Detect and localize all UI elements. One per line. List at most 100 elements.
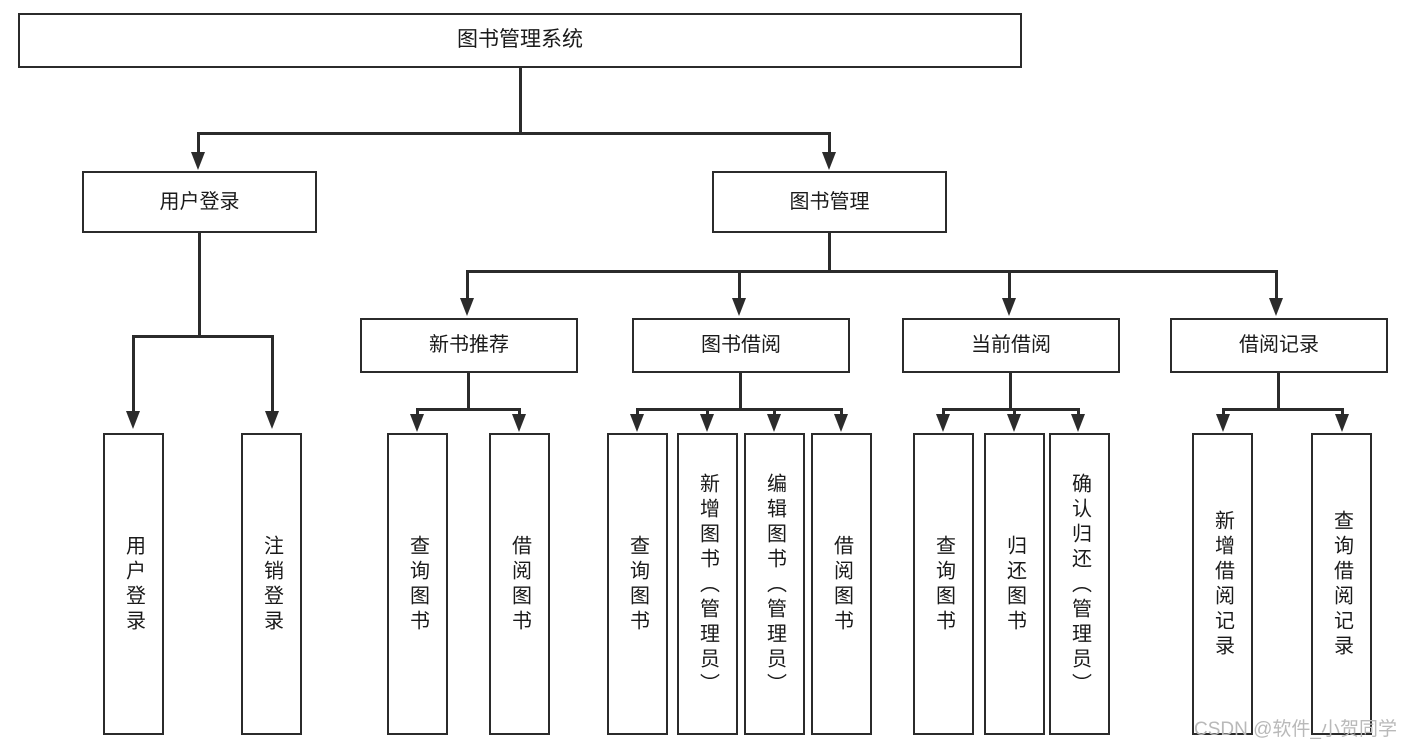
leaf-query-book-1-inner: 查询图书 <box>389 437 446 733</box>
leaf-query-record[interactable]: 查询借阅记录 <box>1311 433 1372 735</box>
leaf-query-book-1-label: 查询图书 <box>406 535 429 635</box>
node-current-borrow[interactable]: 当前借阅 <box>902 318 1120 373</box>
arrowhead-leaf-return-book <box>1007 414 1021 432</box>
edge-to-book-borrow <box>738 270 741 300</box>
node-book-borrow-label: 图书借阅 <box>701 334 781 356</box>
node-book-management[interactable]: 图书管理 <box>712 171 947 233</box>
edge-user-login-bus <box>132 335 273 338</box>
leaf-user-login[interactable]: 用户登录 <box>103 433 164 735</box>
node-user-login-label: 用户登录 <box>159 190 240 213</box>
edge-root-trunk <box>519 68 522 134</box>
leaf-user-logout-label: 注销登录 <box>260 535 283 635</box>
leaf-return-book[interactable]: 归还图书 <box>984 433 1045 735</box>
leaf-query-book-3-inner: 查询图书 <box>915 437 972 733</box>
node-book-borrow[interactable]: 图书借阅 <box>632 318 850 373</box>
leaf-edit-book[interactable]: 编辑图书（管理员） <box>744 433 805 735</box>
edge-cb-drop-3 <box>1077 408 1080 416</box>
leaf-borrow-book-2-inner: 借阅图书 <box>813 437 870 733</box>
leaf-return-book-label: 归还图书 <box>1003 535 1026 635</box>
edge-borrow-record-trunk <box>1277 373 1280 410</box>
leaf-query-book-1[interactable]: 查询图书 <box>387 433 448 735</box>
edge-to-book-management <box>828 132 831 154</box>
arrowhead-new-book-recommend <box>460 298 474 316</box>
arrowhead-leaf-add-record <box>1216 414 1230 432</box>
edge-new-book-recommend-bus <box>416 408 521 411</box>
edge-to-current-borrow <box>1008 270 1011 300</box>
arrowhead-borrow-record <box>1269 298 1283 316</box>
node-borrow-record[interactable]: 借阅记录 <box>1170 318 1388 373</box>
arrowhead-leaf-borrow-book-2 <box>834 414 848 432</box>
leaf-query-record-inner: 查询借阅记录 <box>1313 437 1370 733</box>
leaf-confirm-return-inner: 确认归还（管理员） <box>1051 437 1108 733</box>
edge-borrow-record-bus <box>1222 408 1344 411</box>
leaf-borrow-book-1-inner: 借阅图书 <box>491 437 548 733</box>
arrowhead-leaf-user-login <box>126 411 140 429</box>
node-user-login[interactable]: 用户登录 <box>82 171 317 233</box>
leaf-edit-book-label: 编辑图书（管理员） <box>763 472 786 698</box>
edge-cb-drop-2 <box>1013 408 1016 416</box>
leaf-query-book-3-label: 查询图书 <box>932 535 955 635</box>
node-borrow-record-label: 借阅记录 <box>1239 334 1319 356</box>
edge-bb-drop-1 <box>636 408 639 416</box>
edge-cb-drop-1 <box>942 408 945 416</box>
leaf-confirm-return[interactable]: 确认归还（管理员） <box>1049 433 1110 735</box>
edge-book-borrow-trunk <box>739 373 742 410</box>
leaf-confirm-return-label: 确认归还（管理员） <box>1068 472 1091 698</box>
node-root-system[interactable]: 图书管理系统 <box>18 13 1022 68</box>
node-new-book-recommend[interactable]: 新书推荐 <box>360 318 578 373</box>
arrowhead-leaf-query-book-2 <box>630 414 644 432</box>
leaf-add-record-inner: 新增借阅记录 <box>1194 437 1251 733</box>
leaf-query-record-label: 查询借阅记录 <box>1330 510 1353 660</box>
leaf-user-logout[interactable]: 注销登录 <box>241 433 302 735</box>
leaf-borrow-book-2-label: 借阅图书 <box>830 535 853 635</box>
arrowhead-user-login <box>191 152 205 170</box>
leaf-add-record-label: 新增借阅记录 <box>1211 510 1234 660</box>
edge-book-management-trunk <box>828 233 831 272</box>
edge-user-login-trunk <box>198 233 201 337</box>
arrowhead-leaf-borrow-book-1 <box>512 414 526 432</box>
arrowhead-leaf-add-book <box>700 414 714 432</box>
leaf-borrow-book-1-label: 借阅图书 <box>508 535 531 635</box>
edge-user-login-drop-2 <box>271 335 274 413</box>
edge-bb-drop-3 <box>773 408 776 416</box>
arrowhead-leaf-query-book-3 <box>936 414 950 432</box>
node-current-borrow-label: 当前借阅 <box>971 334 1051 356</box>
arrowhead-leaf-query-record <box>1335 414 1349 432</box>
arrowhead-leaf-confirm-return <box>1071 414 1085 432</box>
arrowhead-book-borrow <box>732 298 746 316</box>
edge-to-user-login <box>197 132 200 154</box>
leaf-user-login-inner: 用户登录 <box>105 437 162 733</box>
edge-book-borrow-bus <box>636 408 842 411</box>
leaf-query-book-2-inner: 查询图书 <box>609 437 666 733</box>
node-root-system-label: 图书管理系统 <box>457 28 583 52</box>
leaf-return-book-inner: 归还图书 <box>986 437 1043 733</box>
leaf-query-book-3[interactable]: 查询图书 <box>913 433 974 735</box>
leaf-add-book[interactable]: 新增图书（管理员） <box>677 433 738 735</box>
edge-bb-drop-2 <box>706 408 709 416</box>
node-new-book-recommend-label: 新书推荐 <box>429 334 509 356</box>
leaf-query-book-2[interactable]: 查询图书 <box>607 433 668 735</box>
edge-br-drop-1 <box>1222 408 1225 416</box>
edge-nbr-drop-1 <box>416 408 419 416</box>
arrowhead-book-management <box>822 152 836 170</box>
arrowhead-leaf-edit-book <box>767 414 781 432</box>
edge-new-book-recommend-trunk <box>467 373 470 410</box>
edge-current-borrow-bus <box>942 408 1079 411</box>
leaf-user-logout-inner: 注销登录 <box>243 437 300 733</box>
leaf-add-book-inner: 新增图书（管理员） <box>679 437 736 733</box>
leaf-borrow-book-2[interactable]: 借阅图书 <box>811 433 872 735</box>
edge-bb-drop-4 <box>840 408 843 416</box>
arrowhead-current-borrow <box>1002 298 1016 316</box>
edge-nbr-drop-2 <box>518 408 521 416</box>
edge-to-new-book-recommend <box>466 270 469 300</box>
leaf-borrow-book-1[interactable]: 借阅图书 <box>489 433 550 735</box>
edge-current-borrow-trunk <box>1009 373 1012 410</box>
leaf-edit-book-inner: 编辑图书（管理员） <box>746 437 803 733</box>
leaf-query-book-2-label: 查询图书 <box>626 535 649 635</box>
edge-user-login-drop-1 <box>132 335 135 413</box>
edge-to-borrow-record <box>1275 270 1278 300</box>
edge-br-drop-2 <box>1341 408 1344 416</box>
edge-level3-bus <box>466 270 1278 273</box>
leaf-add-record[interactable]: 新增借阅记录 <box>1192 433 1253 735</box>
